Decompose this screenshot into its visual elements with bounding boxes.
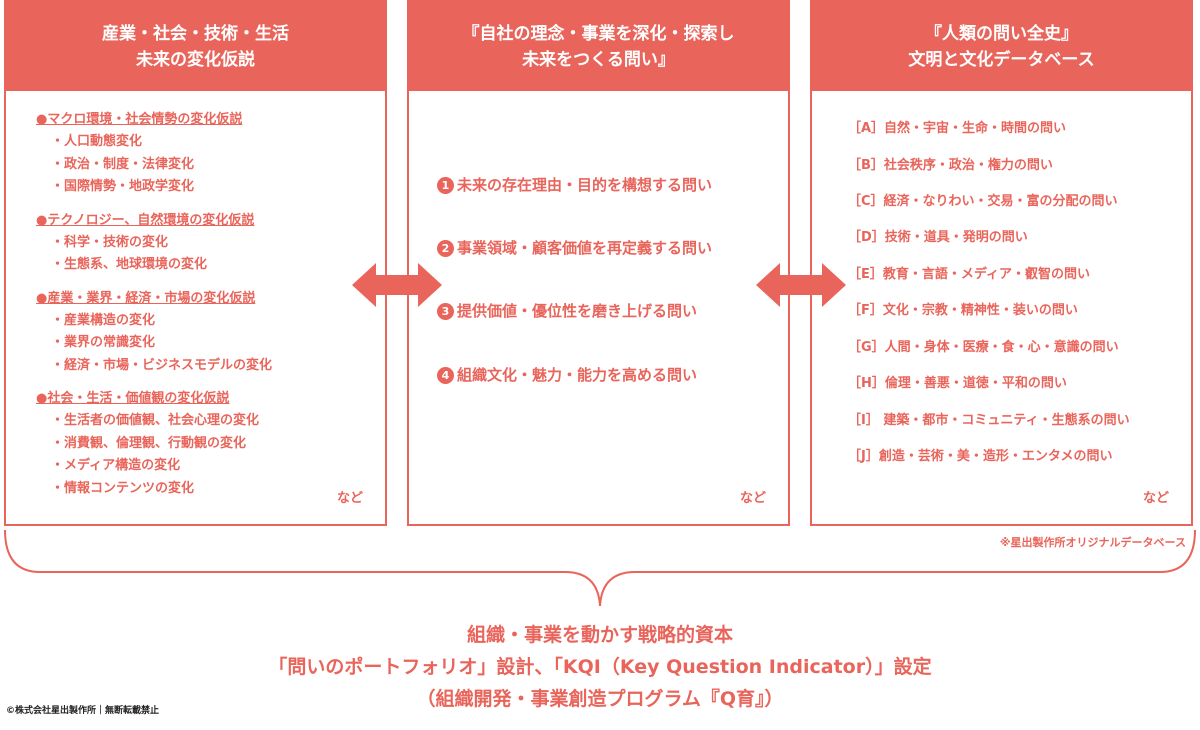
category-item: ・消費観、倫理観、行動観の変化 xyxy=(51,435,247,451)
category-item: ・経済・市場・ビジネスモデルの変化 xyxy=(51,357,273,373)
category-item: ・政治・制度・法律変化 xyxy=(51,156,195,172)
number-badge: 1 xyxy=(437,177,454,194)
database-item: ［D］技術・道具・発明の問い xyxy=(848,230,1028,245)
database-item: ［A］自然・宇宙・生命・時間の問い xyxy=(848,121,1067,136)
panel-title-line: 未来をつくる問い』 xyxy=(522,49,675,70)
etc-label: など xyxy=(336,491,363,506)
database-item: ［B］社会秩序・政治・権力の問い xyxy=(848,158,1053,173)
double-arrow-icon xyxy=(756,263,846,307)
category-item: ・情報コンテンツの変化 xyxy=(51,480,195,496)
etc-label: など xyxy=(739,491,766,506)
category-group: ●マクロ環境・社会情勢の変化仮説 ・人口動態変化 ・政治・制度・法律変化 ・国際… xyxy=(36,109,272,199)
category-group: ●社会・生活・価値観の変化仮説 ・生活者の価値観、社会心理の変化 ・消費観、倫理… xyxy=(36,388,272,500)
brace-connector xyxy=(4,529,1196,607)
panel-header: 『人類の問い全史』 文明と文化データベース xyxy=(812,2,1191,91)
category-heading: ●テクノロジー、自然環境の変化仮説 xyxy=(36,212,255,228)
etc-label: など xyxy=(1142,491,1169,506)
database-item: ［H］倫理・善悪・道徳・平和の問い xyxy=(848,376,1067,391)
panel-body: ●マクロ環境・社会情勢の変化仮説 ・人口動態変化 ・政治・制度・法律変化 ・国際… xyxy=(6,91,385,524)
category-group: ●テクノロジー、自然環境の変化仮説 ・科学・技術の変化 ・生態系、地球環境の変化 xyxy=(36,210,272,277)
database-item: ［I］ 建築・都市・コミュニティ・生態系の問い xyxy=(848,413,1130,428)
panel-title-line: 『自社の理念・事業を深化・探索し xyxy=(462,23,735,44)
category-heading: ●社会・生活・価値観の変化仮説 xyxy=(36,391,230,406)
summary-line: 「問いのポートフォリオ」設計、「KQI（Key Question Indicat… xyxy=(268,656,932,678)
panel-title-line: 未来の変化仮説 xyxy=(136,49,255,70)
question-text: 提供価値・優位性を磨き上げる問い xyxy=(457,302,698,320)
database-item: ［C］経済・なりわい・交易・富の分配の問い xyxy=(848,194,1118,209)
database-note: ※星出製作所オリジナルデータベース xyxy=(999,536,1186,549)
number-badge: 2 xyxy=(437,240,454,257)
summary-line: （組織開発・事業創造プログラム『Q育』） xyxy=(416,688,784,710)
panel-title-line: 『人類の問い全史』 xyxy=(925,23,1078,44)
number-badge: 3 xyxy=(437,303,454,320)
category-item: ・生態系、地球環境の変化 xyxy=(51,257,208,272)
number-badge: 4 xyxy=(437,367,454,384)
panel-body: ［A］自然・宇宙・生命・時間の問い ［B］社会秩序・政治・権力の問い ［C］経済… xyxy=(812,91,1191,524)
panel-title-line: 産業・社会・技術・生活 xyxy=(102,23,289,44)
category-item: ・メディア構造の変化 xyxy=(51,458,181,473)
summary-line: 組織・事業を動かす戦略的資本 xyxy=(466,624,733,646)
panel-future-hypotheses: 産業・社会・技術・生活 未来の変化仮説 ●マクロ環境・社会情勢の変化仮説 ・人口… xyxy=(4,0,387,526)
panel-questions-database: 『人類の問い全史』 文明と文化データベース ［A］自然・宇宙・生命・時間の問い … xyxy=(810,0,1193,526)
category-heading: ●マクロ環境・社会情勢の変化仮説 xyxy=(36,112,243,127)
database-item: ［G］人間・身体・医療・食・心・意識の問い xyxy=(848,340,1119,355)
category-item: ・科学・技術の変化 xyxy=(51,234,169,250)
category-heading: ●産業・業界・経済・市場の変化仮説 xyxy=(36,290,256,306)
category-item: ・人口動態変化 xyxy=(51,134,143,149)
question-text: 組織文化・魅力・能力を高める問い xyxy=(457,366,698,384)
copyright: ©株式会社星出製作所｜無断転載禁止 xyxy=(6,706,160,716)
question-text: 未来の存在理由・目的を構想する問い xyxy=(457,176,713,194)
question-text: 事業領域・顧客価値を再定義する問い xyxy=(457,239,713,257)
category-item: ・国際情勢・地政学変化 xyxy=(51,179,195,194)
database-item: ［E］教育・言語・メディア・叡智の問い xyxy=(848,267,1090,282)
category-item: ・業界の常識変化 xyxy=(51,335,156,350)
panel-title-line: 文明と文化データベース xyxy=(908,49,1095,70)
panel-header: 産業・社会・技術・生活 未来の変化仮説 xyxy=(6,2,385,91)
category-group: ●産業・業界・経済・市場の変化仮説 ・産業構造の変化 ・業界の常識変化 ・経済・… xyxy=(36,288,272,378)
database-item: ［F］文化・宗教・精神性・装いの問い xyxy=(848,303,1078,318)
double-arrow-icon xyxy=(352,263,442,307)
panel-header: 『自社の理念・事業を深化・探索し 未来をつくる問い』 xyxy=(409,2,788,91)
category-item: ・産業構造の変化 xyxy=(51,312,156,328)
category-item: ・生活者の価値観、社会心理の変化 xyxy=(51,413,260,428)
database-item: ［J］創造・芸術・美・造形・エンタメの問い xyxy=(848,449,1113,464)
